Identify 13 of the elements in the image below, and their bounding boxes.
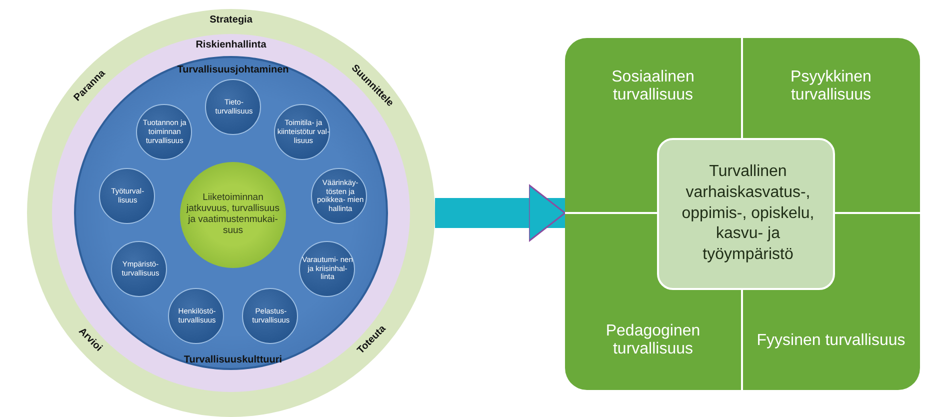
ring-title: Turvallisuuskulttuuri — [184, 354, 282, 366]
center-box — [657, 138, 835, 290]
ring-title: Riskienhallinta — [196, 39, 266, 51]
node-label: Psyykkinen turvallisuus — [790, 68, 872, 106]
node-label: Pedagoginen turvallisuus — [604, 322, 702, 360]
panel — [565, 38, 920, 390]
node-label: Liiketoiminnan jatkuvuus, turvallisuus ja vaatimustenmukai- suus — [185, 193, 280, 237]
node-label: Sosiaalinen turvallisuus — [610, 68, 696, 106]
ring-title: Strategia — [210, 14, 252, 26]
ring-title: Turvallisuusjohtaminen — [177, 64, 289, 76]
node-label: Turvallinen varhaiskasvatus-, oppimis-, opiskelu, kasvu- ja työympäristö — [680, 162, 816, 266]
node-label: Fyysinen turvallisuus — [756, 332, 906, 350]
block-arrow — [435, 184, 566, 242]
